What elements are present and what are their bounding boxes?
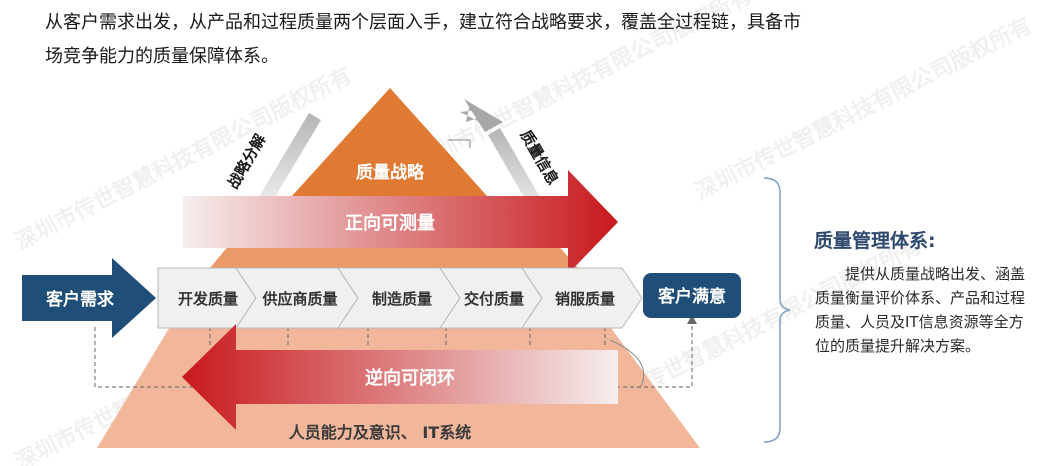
reverse-arrow <box>182 324 618 430</box>
forward-arrow-label: 正向可测量 <box>345 212 435 234</box>
process-chain: 开发质量 供应商质量 制造质量 交付质量 销服质量 <box>157 267 643 329</box>
process-step-3: 制造质量 <box>372 290 432 308</box>
pyramid-bottom-label: 人员能力及意识、 IT系统 <box>289 423 471 442</box>
pyramid-top-label: 质量战略 <box>356 162 425 183</box>
process-step-1: 开发质量 <box>178 290 238 308</box>
pyramid-top <box>292 88 487 196</box>
process-step-2: 供应商质量 <box>261 290 337 308</box>
process-step-bg-5 <box>521 267 643 329</box>
forward-arrow <box>183 170 618 274</box>
customer-satisfaction-box <box>643 273 741 318</box>
customer-satisfaction-label: 客户满意 <box>657 286 726 307</box>
watermark-text-2: 深圳市传世智慧科技有限公司版权所有 <box>411 0 756 175</box>
intro-text: 从客户需求出发，从产品和过程质量两个层面入手，建立符合战略要求，覆盖全过程链，具… <box>45 6 915 74</box>
customer-demand-label: 客户需求 <box>45 289 114 310</box>
intro-line-2: 场竞争能力的质量保障体系。 <box>45 46 279 67</box>
side-panel-title: 质量管理体系: <box>814 230 936 252</box>
reverse-arrow-label: 逆向可闭环 <box>365 367 455 389</box>
watermark-text-3: 深圳市传世智慧科技有限公司版权所有 <box>691 12 1036 205</box>
side-brace <box>763 177 791 443</box>
bottom-bracket <box>609 339 645 389</box>
feedback-arrowhead <box>687 315 697 324</box>
process-step-5: 销服质量 <box>555 290 615 308</box>
top-bracket <box>448 139 471 148</box>
process-step-4: 交付质量 <box>464 290 524 308</box>
intro-line-1: 从客户需求出发，从产品和过程质量两个层面入手，建立符合战略要求，覆盖全过程链，具… <box>45 12 801 33</box>
side-panel-body: 提供从质量战略出发、涵盖质量衡量评价体系、产品和过程质量、人员及IT信息资源等全… <box>815 265 1026 355</box>
customer-demand-arrow <box>22 258 156 338</box>
